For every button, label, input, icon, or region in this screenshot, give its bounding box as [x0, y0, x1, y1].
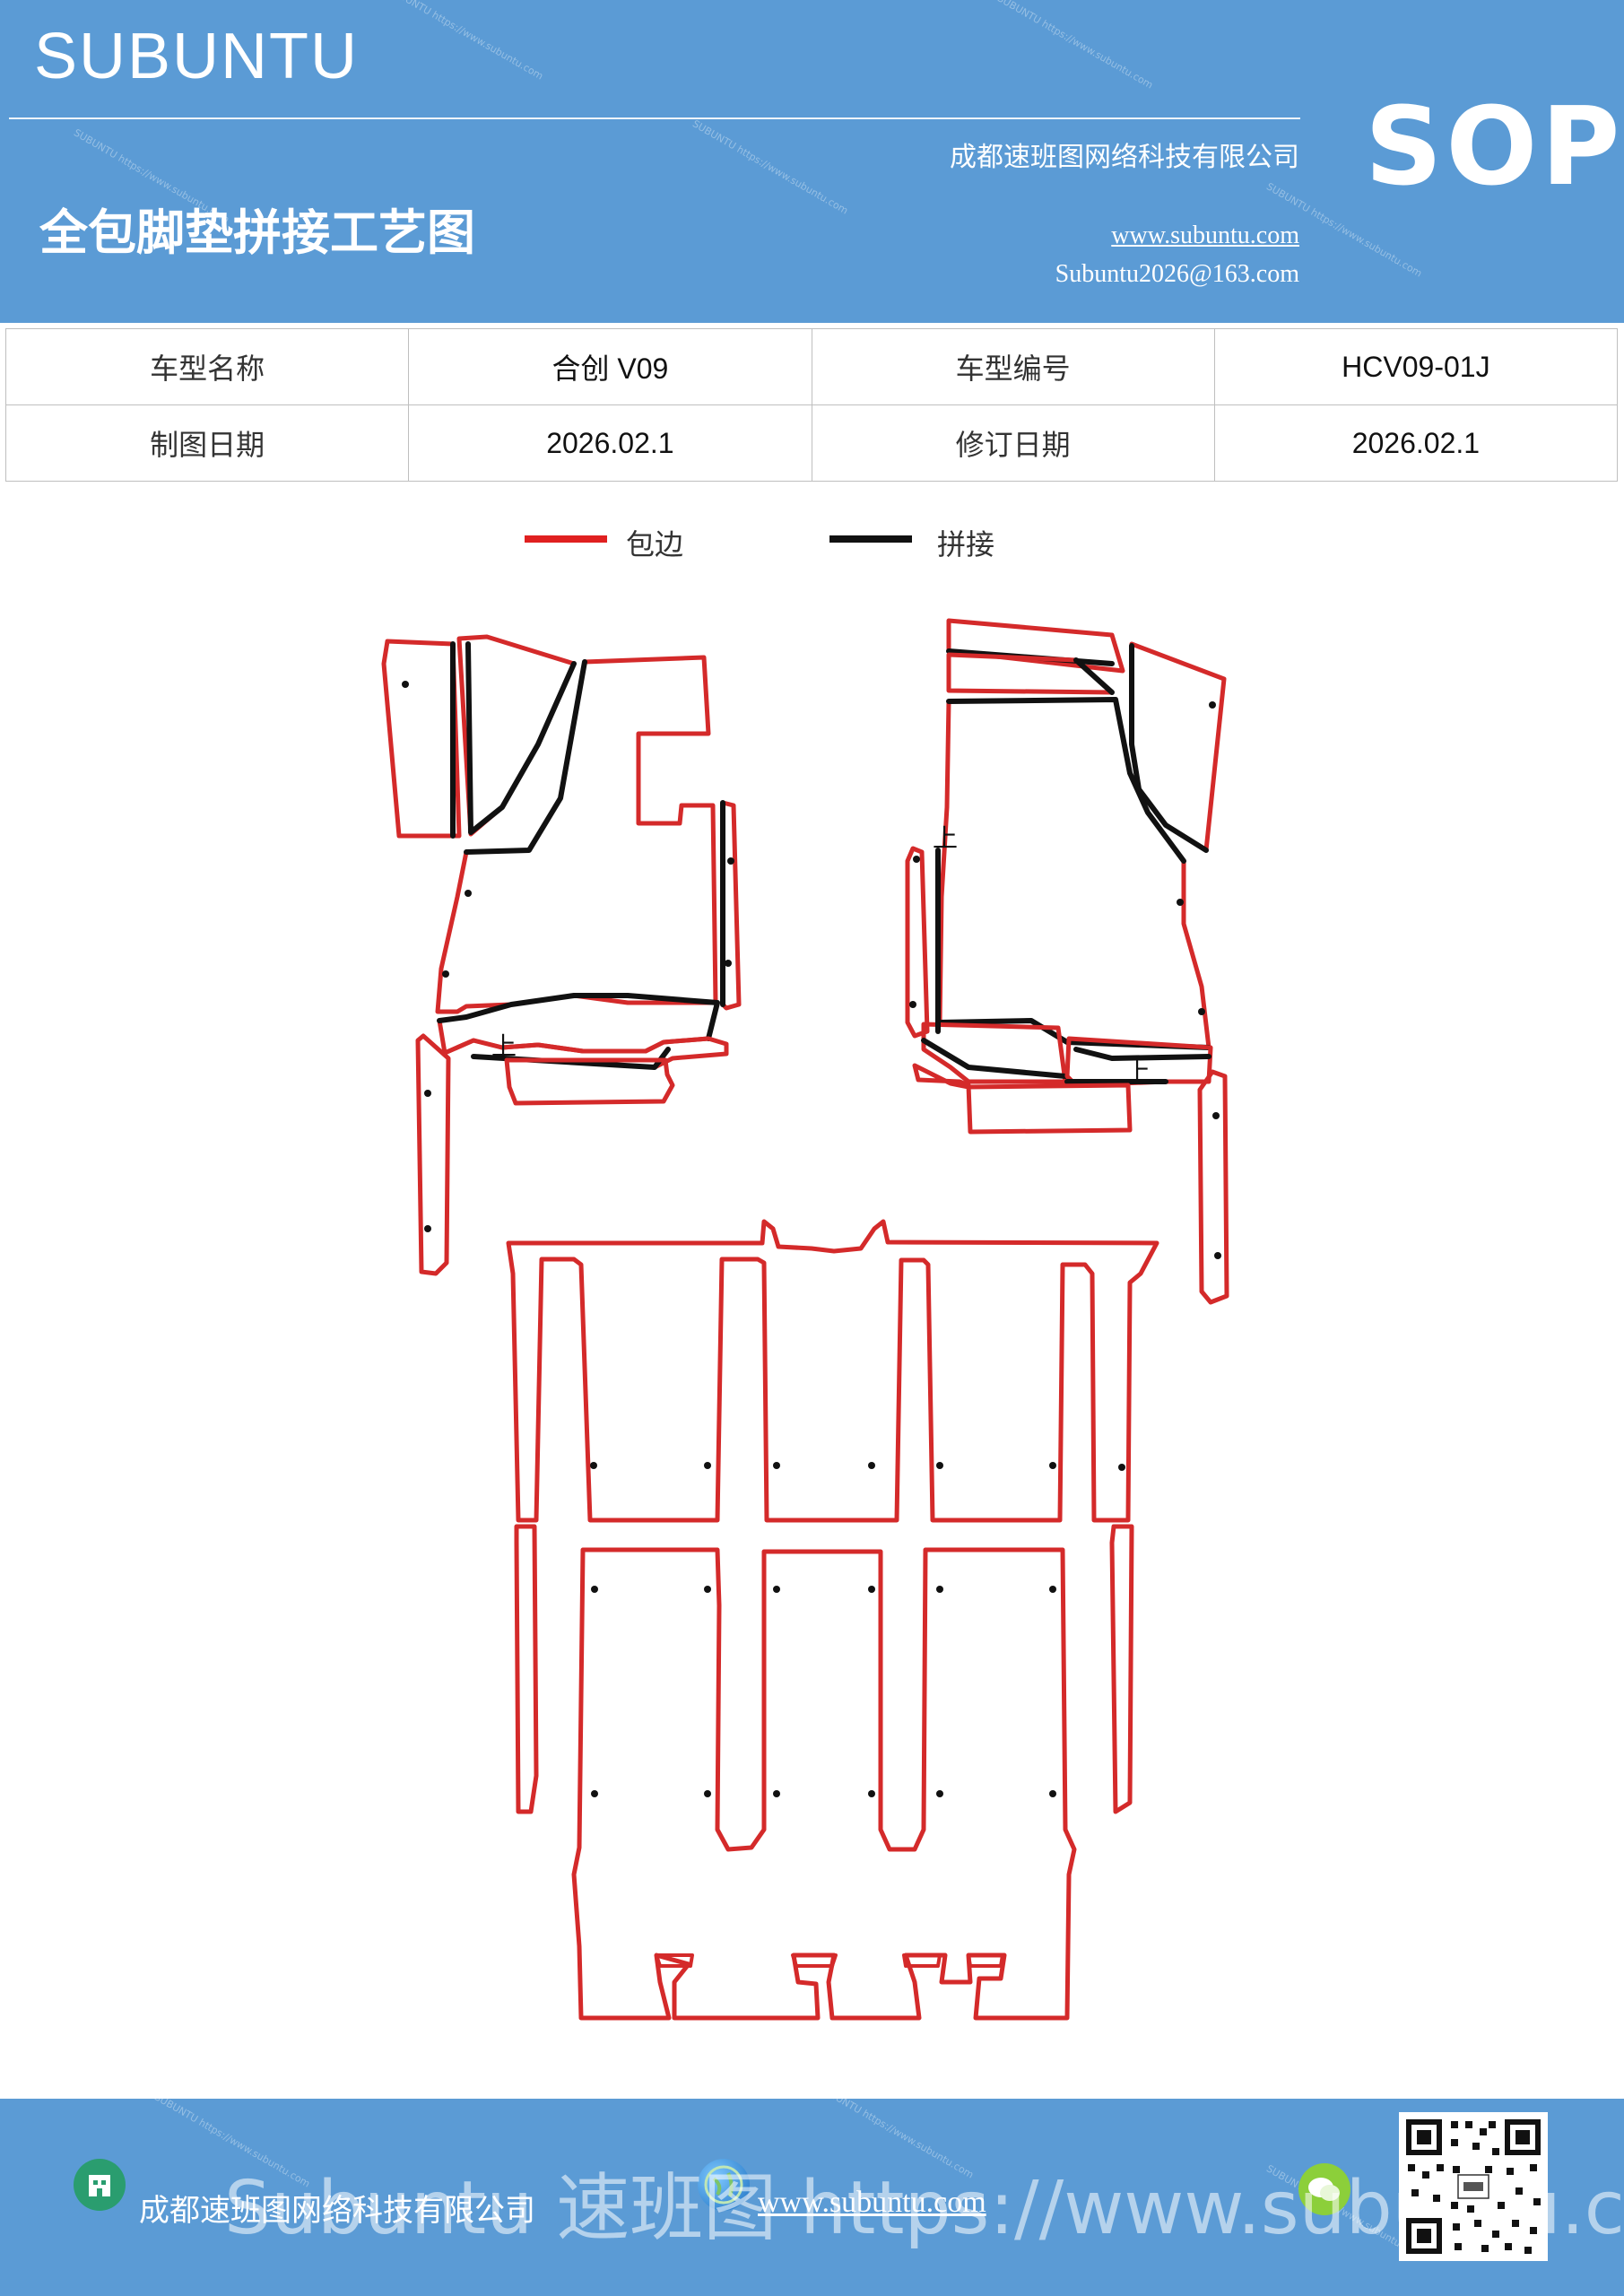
table-row: 车型名称 合创 V09 车型编号 HCV09-01J — [4, 328, 1619, 405]
table-row: 制图日期 2026.02.1 修订日期 2026.02.1 — [4, 404, 1619, 482]
floor-mat-diagram: 上 上 上 — [381, 618, 1229, 2021]
vehicle-code-value: HCV09-01J — [1213, 328, 1619, 405]
revision-date-label: 修订日期 — [811, 404, 1215, 482]
footer-banner: SUBUNTU https://www.subuntu.com SUBUNTU … — [0, 2099, 1624, 2296]
company-name: 成都速班图网络科技有限公司 — [950, 142, 1299, 173]
footer-company: 成都速班图网络科技有限公司 — [139, 2193, 535, 2229]
legend-edge-label: 包边 — [626, 527, 684, 561]
footer-website[interactable]: www.subuntu.com — [758, 2186, 986, 2219]
footer-big-watermark: Subuntu 速班图 https://www.subuntu.com — [224, 2166, 1624, 2251]
header-divider — [9, 117, 1300, 119]
header-watermark: SUBUNTU https://www.subuntu.com — [386, 0, 545, 83]
front-left-mat: 上 — [381, 634, 742, 1276]
brand-name: SUBUNTU — [34, 21, 360, 92]
vehicle-code-label: 车型编号 — [811, 328, 1215, 405]
rear-mat — [506, 1219, 1159, 2021]
front-right-mat: 上 上 — [905, 618, 1229, 1305]
building-icon — [74, 2159, 126, 2211]
rear-mat-dots — [590, 1462, 1125, 1797]
qr-code-icon — [1399, 2112, 1548, 2261]
header-watermark: SUBUNTU https://www.subuntu.com — [995, 0, 1155, 91]
legend-edge: 包边 — [525, 522, 704, 561]
up-mark: 上 — [1125, 1057, 1151, 1087]
legend-seam: 拼接 — [829, 522, 1009, 561]
header-banner: SUBUNTU https://www.subuntu.com SUBUNTU … — [0, 0, 1624, 323]
vehicle-name-value: 合创 V09 — [408, 328, 812, 405]
up-mark: 上 — [933, 823, 958, 853]
legend-seam-swatch — [829, 535, 912, 543]
revision-date-value: 2026.02.1 — [1213, 404, 1619, 482]
contact-email[interactable]: Subuntu2026@163.com — [1055, 260, 1299, 288]
legend-seam-label: 拼接 — [937, 527, 995, 561]
header-watermark: SUBUNTU https://www.subuntu.com — [690, 117, 850, 217]
up-mark: 上 — [491, 1031, 517, 1061]
wechat-icon — [1298, 2163, 1350, 2215]
draw-date-label: 制图日期 — [4, 404, 410, 482]
website-link[interactable]: www.subuntu.com — [1111, 222, 1299, 249]
vehicle-info-table: 车型名称 合创 V09 车型编号 HCV09-01J 制图日期 2026.02.… — [4, 328, 1619, 482]
sop-badge: SOP — [1365, 85, 1624, 210]
vehicle-name-label: 车型名称 — [4, 328, 410, 405]
document-title: 全包脚垫拼接工艺图 — [39, 204, 475, 261]
globe-icon — [698, 2159, 750, 2211]
legend-edge-swatch — [525, 535, 607, 543]
draw-date-value: 2026.02.1 — [408, 404, 812, 482]
